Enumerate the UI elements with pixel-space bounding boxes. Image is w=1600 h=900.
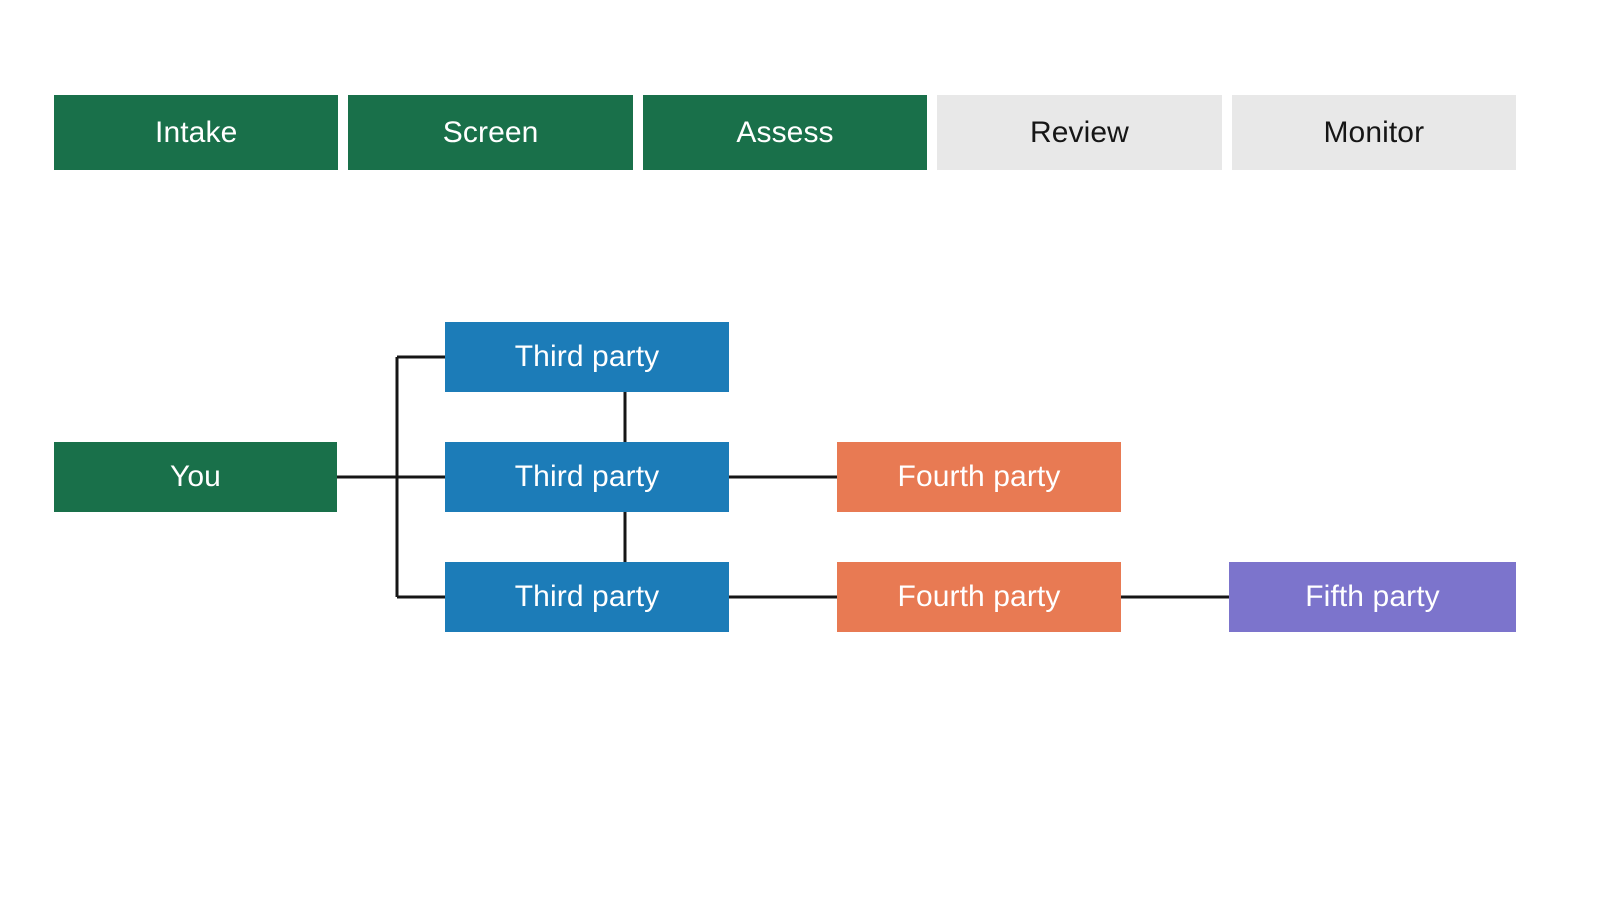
node-you[interactable]: You — [54, 442, 337, 512]
node-label: Third party — [514, 580, 660, 613]
node-label: Fourth party — [897, 580, 1061, 613]
node-fourth-party-1[interactable]: Fourth party — [837, 442, 1121, 512]
stage-tab-label: Monitor — [1323, 115, 1425, 149]
node-label: Fourth party — [897, 460, 1061, 493]
stage-tab-monitor[interactable]: Monitor — [1231, 95, 1517, 170]
stage-tab-label: Review — [1029, 115, 1129, 149]
stage-tab-label: Screen — [442, 115, 539, 149]
node-label: Third party — [514, 460, 660, 493]
node-label: Fifth party — [1305, 580, 1440, 613]
stage-tab-label: Intake — [155, 115, 238, 149]
stage-tab-assess[interactable]: Assess — [642, 95, 928, 170]
node-label: Third party — [514, 340, 660, 373]
node-fifth-party-1[interactable]: Fifth party — [1229, 562, 1516, 632]
stage-tab-screen[interactable]: Screen — [348, 95, 633, 170]
node-third-party-3[interactable]: Third party — [445, 562, 729, 632]
node-third-party-2[interactable]: Third party — [445, 442, 729, 512]
node-third-party-1[interactable]: Third party — [445, 322, 729, 392]
stage-tab-review[interactable]: Review — [937, 95, 1222, 170]
node-fourth-party-2[interactable]: Fourth party — [837, 562, 1121, 632]
stage-tab-intake[interactable]: Intake — [54, 95, 339, 170]
node-label: You — [170, 460, 221, 493]
stage-bar: Intake Screen Assess Review Monitor — [54, 95, 1517, 170]
stage-tab-label: Assess — [736, 115, 834, 149]
